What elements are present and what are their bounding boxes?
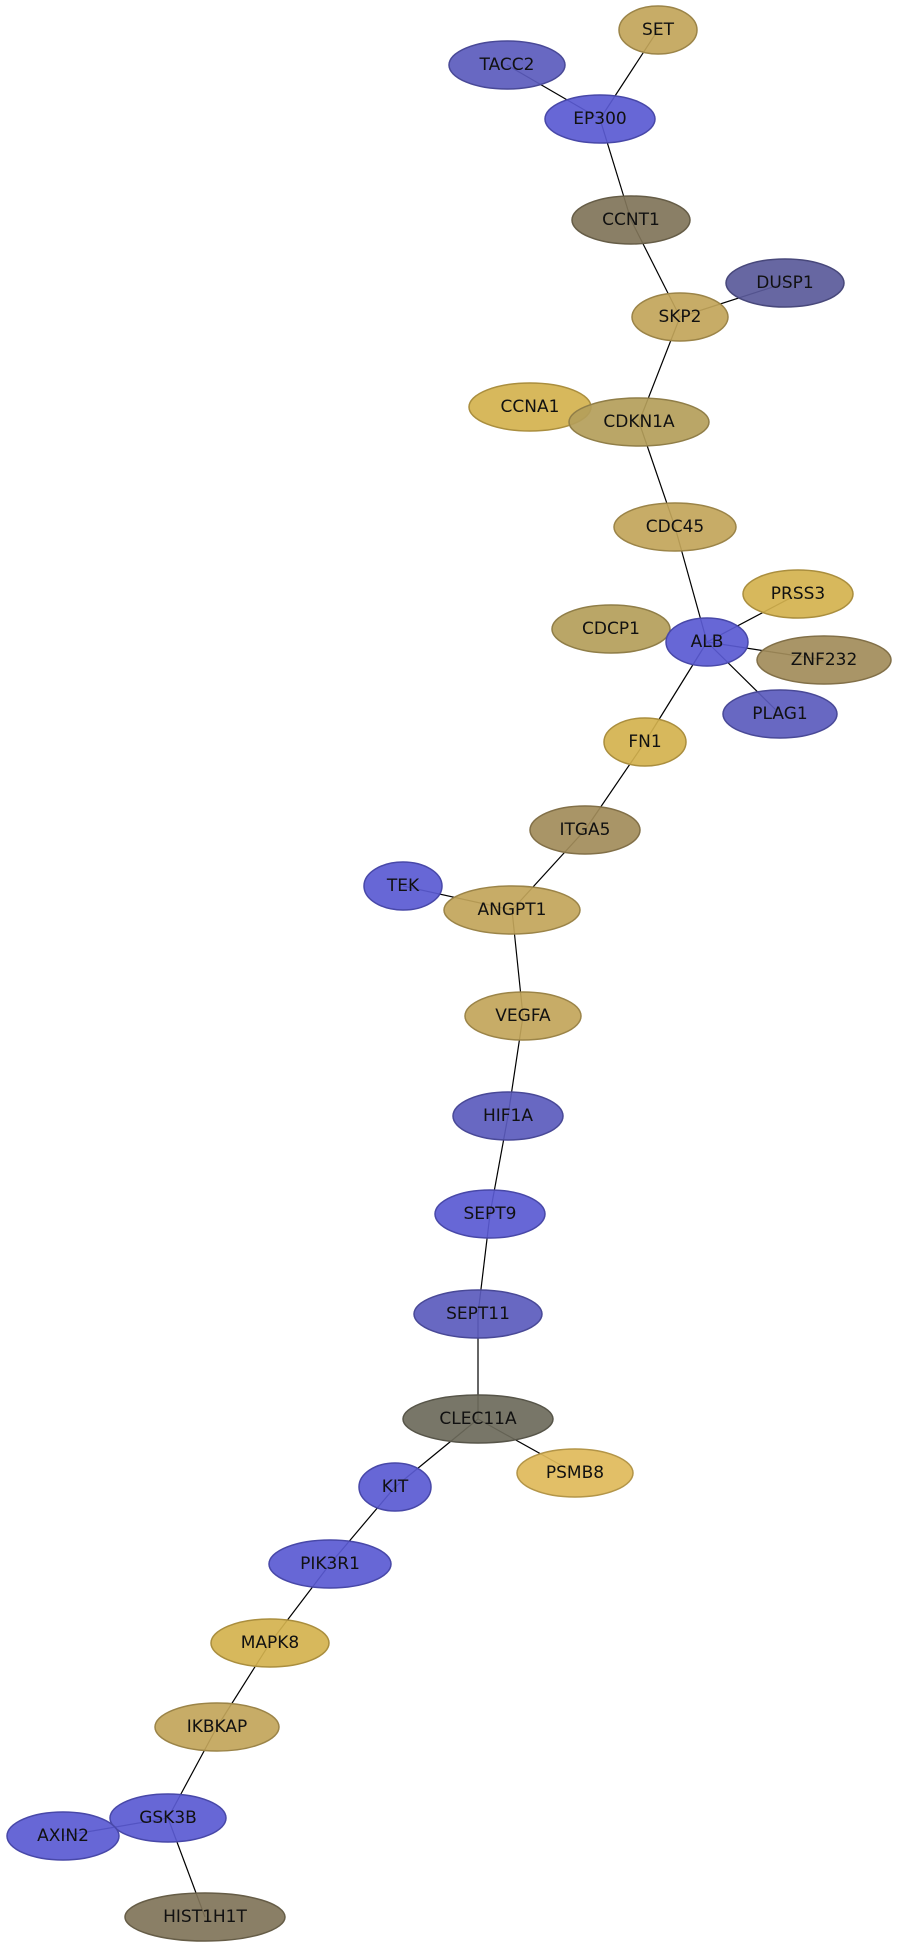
node-label: HIST1H1T [163, 1907, 247, 1927]
node-shape [413, 1289, 543, 1339]
node-shape [434, 1189, 546, 1239]
node-label: ITGA5 [559, 820, 610, 840]
node-axin2[interactable]: AXIN2 [6, 1811, 120, 1861]
node-hist1h1t[interactable]: HIST1H1T [124, 1892, 286, 1942]
node-mapk8[interactable]: MAPK8 [210, 1618, 330, 1668]
node-cdc45[interactable]: CDC45 [613, 502, 737, 552]
node-cdcp1[interactable]: CDCP1 [551, 604, 671, 654]
node-prss3[interactable]: PRSS3 [742, 569, 854, 619]
node-skp2[interactable]: SKP2 [631, 292, 729, 342]
node-label: CCNT1 [602, 210, 660, 230]
node-label: TACC2 [479, 55, 535, 75]
node-znf232[interactable]: ZNF232 [756, 635, 892, 685]
node-set[interactable]: SET [618, 5, 698, 55]
node-label: MAPK8 [241, 1633, 300, 1653]
node-pik3r1[interactable]: PIK3R1 [268, 1539, 392, 1589]
node-shape [544, 94, 656, 144]
node-label: PRSS3 [771, 584, 825, 604]
node-tek[interactable]: TEK [363, 861, 443, 911]
node-shape [756, 635, 892, 685]
node-label: CDC45 [646, 517, 704, 537]
node-shape [571, 195, 691, 245]
node-label: IKBKAP [187, 1717, 248, 1737]
node-shape [631, 292, 729, 342]
node-shape [124, 1892, 286, 1942]
node-vegfa[interactable]: VEGFA [464, 991, 582, 1041]
node-label: VEGFA [495, 1006, 551, 1026]
node-shape [452, 1091, 564, 1141]
node-shape [551, 604, 671, 654]
node-shape [268, 1539, 392, 1589]
node-shape [443, 885, 581, 935]
node-ep300[interactable]: EP300 [544, 94, 656, 144]
node-label: ANGPT1 [478, 900, 547, 920]
node-ikbkap[interactable]: IKBKAP [154, 1702, 280, 1752]
node-label: AXIN2 [37, 1826, 89, 1846]
node-label: CDCP1 [582, 619, 640, 639]
node-label: CDKN1A [603, 412, 675, 432]
node-label: PLAG1 [752, 704, 807, 724]
node-shape [665, 617, 749, 667]
node-tacc2[interactable]: TACC2 [448, 40, 566, 90]
node-label: ALB [691, 632, 724, 652]
node-label: CCNA1 [501, 397, 560, 417]
node-shape [742, 569, 854, 619]
node-shape [725, 258, 845, 308]
node-ccnt1[interactable]: CCNT1 [571, 195, 691, 245]
node-shape [464, 991, 582, 1041]
node-shape [358, 1462, 432, 1512]
node-label: TEK [386, 876, 420, 896]
node-label: KIT [382, 1477, 409, 1497]
node-shape [613, 502, 737, 552]
node-gsk3b[interactable]: GSK3B [109, 1793, 227, 1843]
node-shape [529, 805, 641, 855]
node-label: ZNF232 [791, 650, 858, 670]
node-shape [210, 1618, 330, 1668]
node-sept11[interactable]: SEPT11 [413, 1289, 543, 1339]
node-sept9[interactable]: SEPT9 [434, 1189, 546, 1239]
node-clec11a[interactable]: CLEC11A [402, 1394, 554, 1444]
node-label: SEPT9 [464, 1204, 517, 1224]
node-alb[interactable]: ALB [665, 617, 749, 667]
node-shape [6, 1811, 120, 1861]
node-shape [618, 5, 698, 55]
node-label: SEPT11 [446, 1304, 510, 1324]
node-label: SKP2 [658, 307, 701, 327]
node-angpt1[interactable]: ANGPT1 [443, 885, 581, 935]
node-label: PSMB8 [546, 1463, 604, 1483]
node-plag1[interactable]: PLAG1 [722, 689, 838, 739]
node-shape [402, 1394, 554, 1444]
node-label: EP300 [573, 109, 626, 129]
node-label: FN1 [628, 732, 661, 752]
node-itga5[interactable]: ITGA5 [529, 805, 641, 855]
node-dusp1[interactable]: DUSP1 [725, 258, 845, 308]
node-shape [154, 1702, 280, 1752]
node-kit[interactable]: KIT [358, 1462, 432, 1512]
node-cdkn1a[interactable]: CDKN1A [568, 397, 710, 447]
node-label: HIF1A [483, 1106, 533, 1126]
node-label: SET [642, 20, 675, 40]
node-shape [448, 40, 566, 90]
node-label: CLEC11A [439, 1409, 517, 1429]
node-shape [568, 397, 710, 447]
node-shape [603, 717, 687, 767]
node-shape [109, 1793, 227, 1843]
node-psmb8[interactable]: PSMB8 [516, 1448, 634, 1498]
node-shape [722, 689, 838, 739]
node-label: DUSP1 [756, 273, 813, 293]
node-shape [363, 861, 443, 911]
node-hif1a[interactable]: HIF1A [452, 1091, 564, 1141]
node-fn1[interactable]: FN1 [603, 717, 687, 767]
node-shape [516, 1448, 634, 1498]
node-label: PIK3R1 [300, 1554, 360, 1574]
node-label: GSK3B [139, 1808, 197, 1828]
node-ccna1[interactable]: CCNA1 [468, 382, 592, 432]
